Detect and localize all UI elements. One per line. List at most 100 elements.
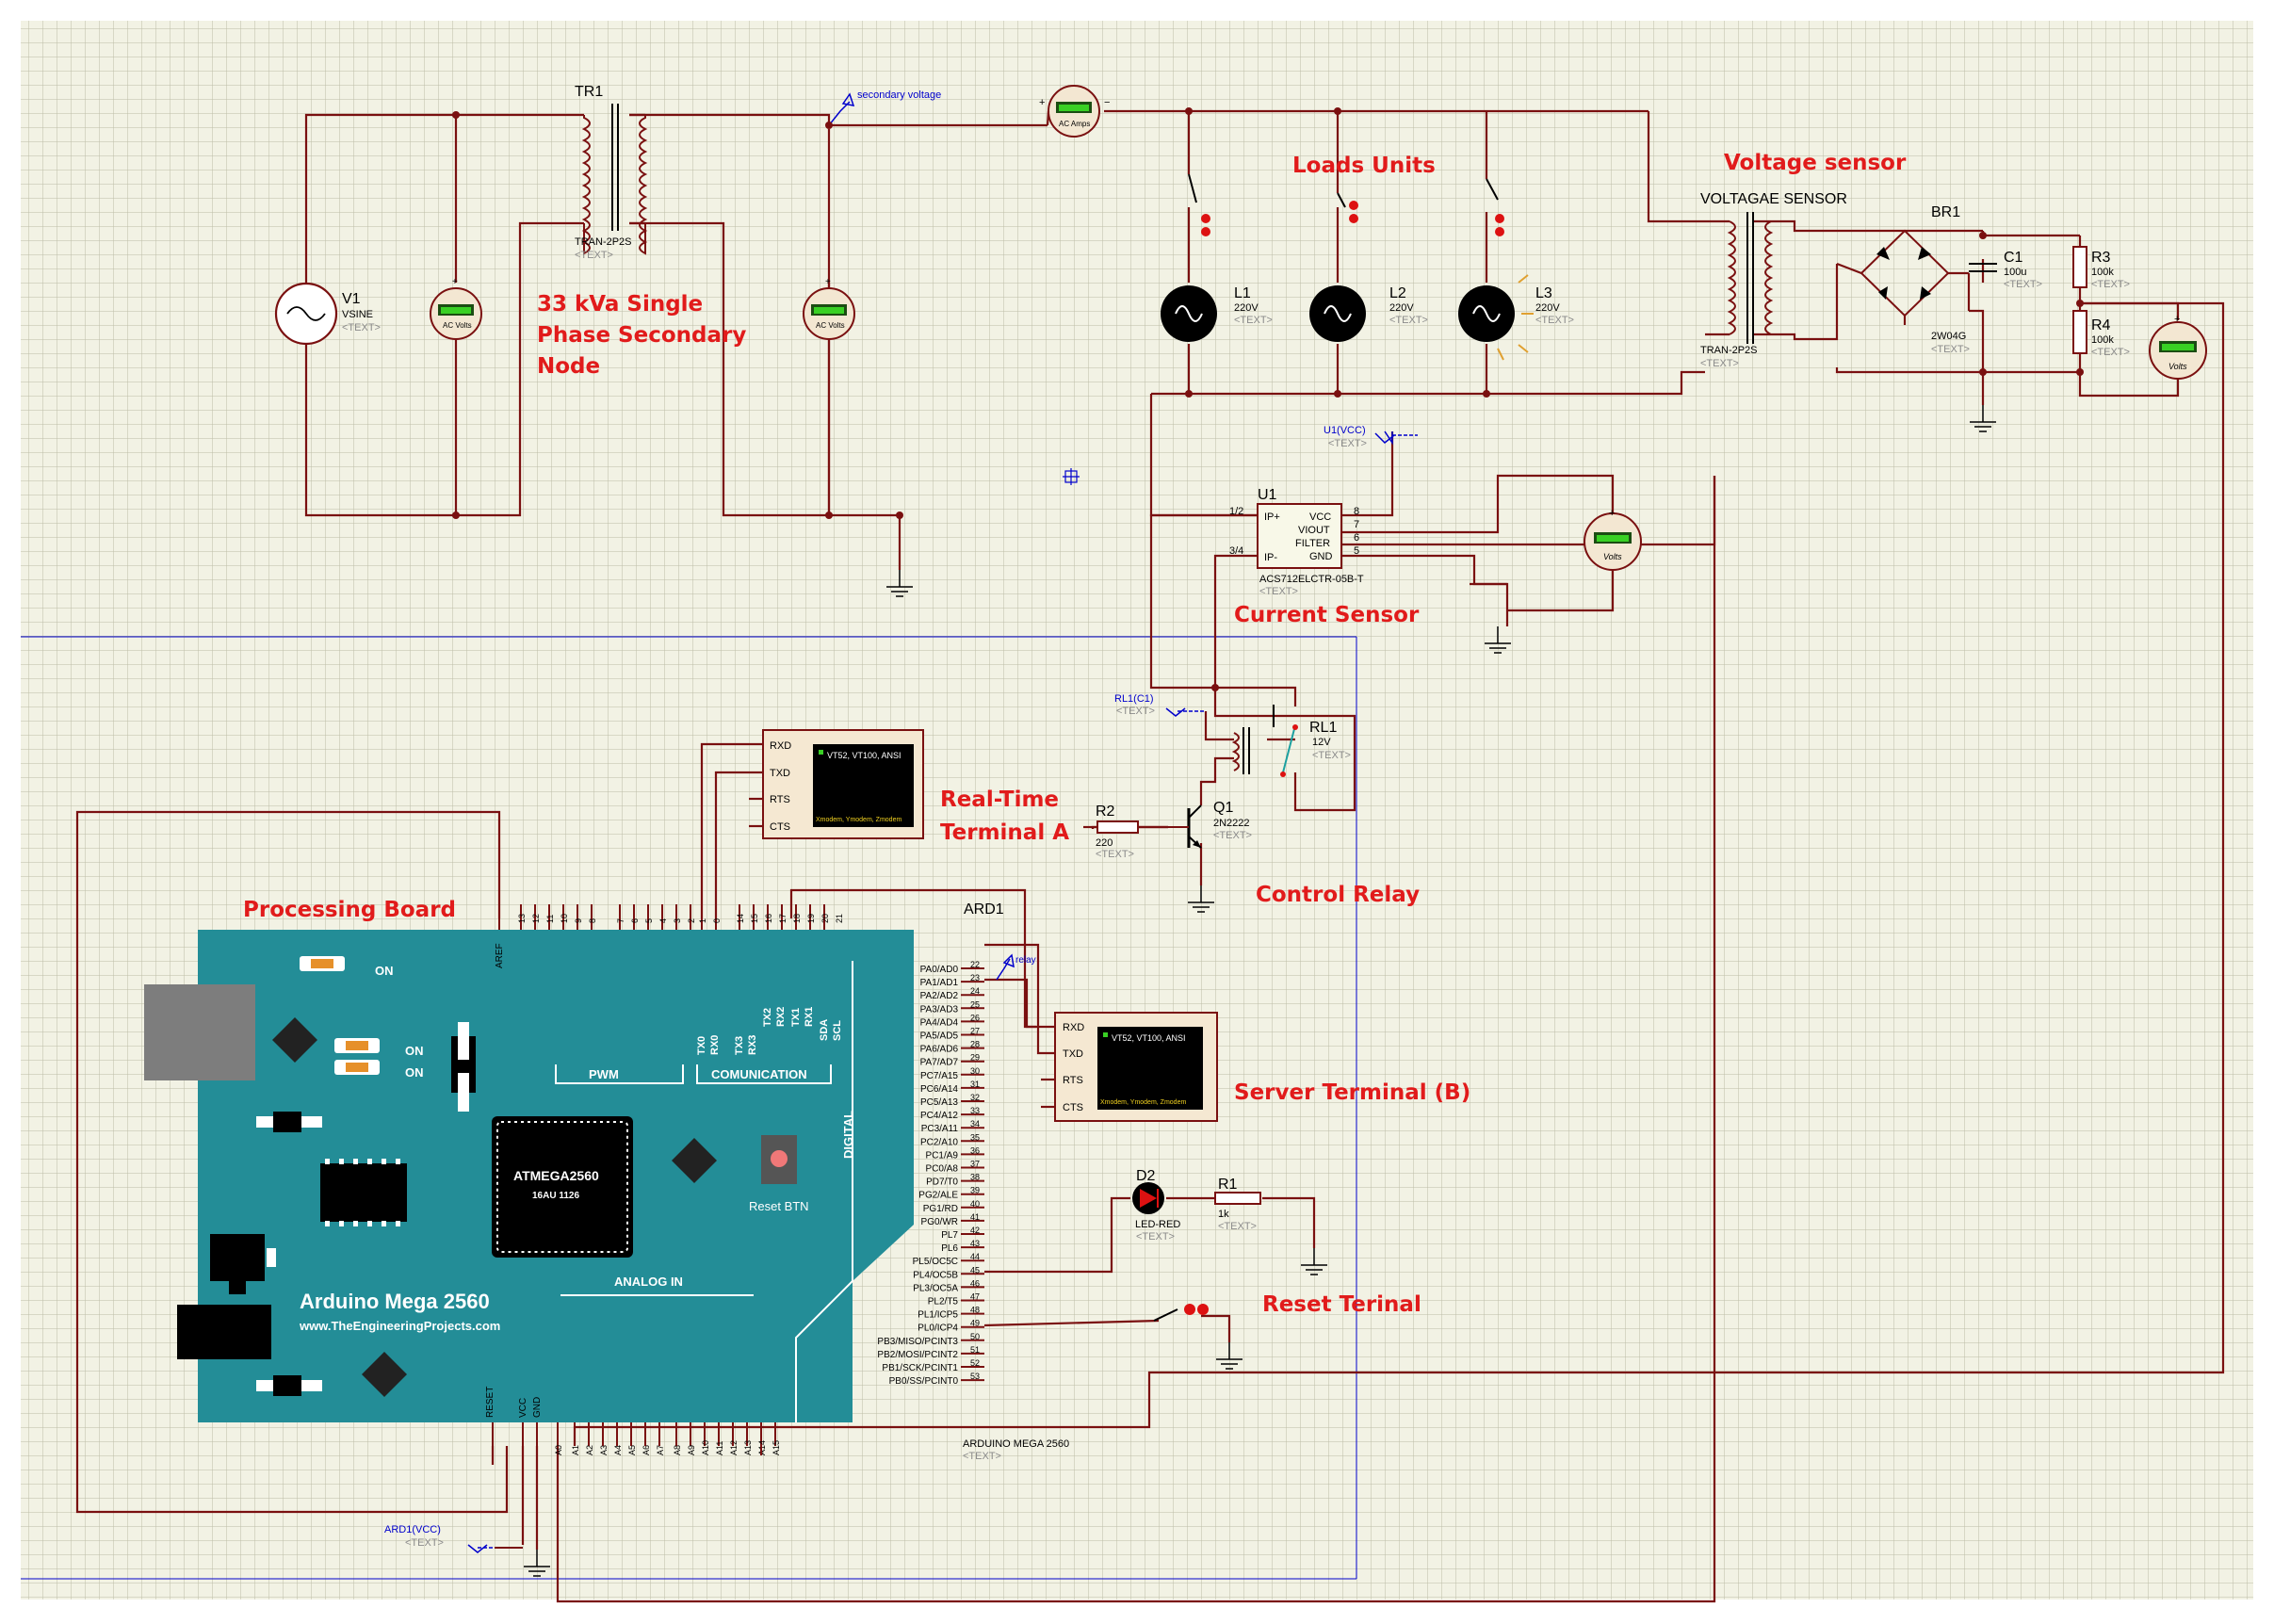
pin-4: 4	[658, 918, 668, 923]
board-gnd: GND	[532, 1397, 543, 1418]
c1-value: 100u	[2004, 267, 2026, 278]
ac-voltmeter-2: AC Volts +	[803, 277, 855, 340]
r2-text: <TEXT>	[1096, 849, 1134, 860]
pin-20: 20	[820, 914, 830, 923]
u1-pin-ip-minus: IP-	[1264, 552, 1277, 563]
arduino-pin-name: PL2/T5	[928, 1297, 959, 1307]
rl1-ref: RL1	[1309, 720, 1337, 736]
board-on-1: ON	[375, 964, 394, 978]
board-name: Arduino Mega 2560	[300, 1290, 490, 1313]
d2-type: LED-RED	[1135, 1219, 1180, 1230]
pin-5: 5	[644, 918, 654, 923]
pin-21: 21	[835, 914, 844, 923]
r4-text: <TEXT>	[2091, 347, 2130, 358]
ard1-vcc-probe-text: <TEXT>	[405, 1537, 444, 1549]
u1-pin-ip-plus: IP+	[1264, 512, 1280, 523]
arduino-pin-name: PG2/ALE	[918, 1191, 958, 1201]
rl1-value: 12V	[1312, 737, 1331, 748]
terminal-b-screen-top: VT52, VT100, ANSI	[1112, 1033, 1186, 1043]
capacitor-c1: C1 100u <TEXT>	[1969, 250, 2042, 290]
pin-18: 18	[792, 914, 802, 923]
board-tx0: TX0	[696, 1036, 707, 1055]
board-digital: DIGITAL	[841, 1111, 855, 1159]
arduino-pin-number: 40	[970, 1199, 980, 1209]
r1-text: <TEXT>	[1218, 1221, 1257, 1232]
virtual-terminal-a[interactable]: VT52, VT100, ANSI Xmodem, Ymodem, Zmodem…	[749, 729, 924, 839]
arduino-pin-name: PC3/A11	[921, 1124, 959, 1134]
virtual-terminal-b[interactable]: VT52, VT100, ANSI Xmodem, Ymodem, Zmodem…	[1041, 1012, 1218, 1122]
arduino-pin-number: 39	[970, 1186, 980, 1195]
ac-ammeter: AC Amps + −	[1039, 85, 1110, 138]
q1-type: 2N2222	[1213, 818, 1250, 829]
arduino-pin-number: 22	[970, 960, 980, 969]
l3-value: 220V	[1535, 302, 1560, 314]
rl1-text: <TEXT>	[1312, 750, 1351, 761]
svg-text:+: +	[452, 277, 458, 287]
arduino-pin-number: 49	[970, 1319, 980, 1328]
u1-pin-vcc: VCC	[1309, 512, 1331, 523]
terminal-a-screen-bottom: Xmodem, Ymodem, Zmodem	[816, 817, 901, 823]
arduino-pin-number: 38	[970, 1173, 980, 1182]
pin-a7: A7	[656, 1445, 665, 1455]
arduino-pin-number: 41	[970, 1212, 980, 1222]
ard1-ref: ARD1	[964, 901, 1004, 918]
ac-volts-label-2: AC Volts	[816, 321, 845, 330]
arduino-pin-number: 46	[970, 1278, 980, 1288]
board-tx2: TX2	[762, 1008, 773, 1027]
terminal-b-txd: TXD	[1063, 1048, 1083, 1060]
arduino-pin-number: 31	[970, 1080, 980, 1089]
arduino-pin-name: PD7/T0	[926, 1177, 958, 1188]
q1-ref: Q1	[1213, 800, 1233, 816]
arduino-pin-name: PC0/A8	[926, 1164, 959, 1175]
tr1-text: <TEXT>	[575, 250, 613, 261]
arduino-pin-number: 32	[970, 1093, 980, 1102]
reset-switch[interactable]	[1153, 1304, 1209, 1322]
pin-a9: A9	[687, 1445, 696, 1455]
tr1-transformer: TR1 TRAN-2P2S <TEXT>	[575, 84, 648, 261]
arduino-pin-name: PA6/AD6	[920, 1045, 959, 1055]
arduino-pin-name: PC7/A15	[920, 1071, 958, 1081]
lamp-l2: L2 220V <TEXT>	[1309, 192, 1428, 342]
board-url: www.TheEngineeringProjects.com	[299, 1319, 500, 1333]
board-rx1: RX1	[804, 1007, 815, 1027]
arduino-pin-name: PG0/WR	[921, 1217, 958, 1227]
pin-a0: A0	[554, 1445, 563, 1455]
secondary-voltage-probe: secondary voltage	[828, 89, 941, 126]
pin-a12: A12	[729, 1440, 739, 1455]
arduino-pin-number: 36	[970, 1145, 980, 1155]
u1-pin-num-3: 3/4	[1229, 545, 1243, 557]
arduino-pin-number: 23	[970, 973, 980, 983]
arduino-pin-number: 48	[970, 1306, 980, 1315]
pin-a2: A2	[585, 1445, 594, 1455]
arduino-pin-number: 28	[970, 1040, 980, 1049]
u1-pin-viout: VIOUT	[1298, 525, 1330, 536]
svg-text:+: +	[825, 277, 831, 287]
board-pwm: PWM	[589, 1067, 619, 1081]
c1-ref: C1	[2004, 250, 2023, 266]
arduino-pin-name: PB2/MOSI/PCINT2	[877, 1350, 958, 1360]
arduino-pin-number: 27	[970, 1027, 980, 1036]
board-reset-btn[interactable]: Reset BTN	[749, 1199, 809, 1213]
relay-probe: relay	[996, 953, 1036, 981]
resistor-r3: R3 100k <TEXT>	[2072, 246, 2130, 290]
pin-a15: A15	[772, 1440, 781, 1455]
svg-text:+: +	[1039, 97, 1045, 108]
arduino-pin-number: 34	[970, 1119, 980, 1129]
volts-label-1: Volts	[2168, 362, 2187, 371]
rl1-probe: RL1(C1) <TEXT>	[1114, 693, 1204, 717]
arduino-pin-number: 24	[970, 986, 980, 996]
arduino-pin-name: PA3/AD3	[920, 1004, 959, 1015]
arduino-pin-number: 45	[970, 1265, 980, 1275]
svg-text:+: +	[2174, 314, 2180, 325]
board-rx3: RX3	[747, 1035, 758, 1055]
current-sensor-u1: U1 IP+ IP- 1/2 3/4 VCC VIOUT FILTER GND …	[1229, 487, 1364, 597]
arduino-pin-number: 53	[970, 1372, 980, 1381]
r3-value: 100k	[2091, 267, 2114, 278]
board-on-2: ON	[405, 1044, 424, 1058]
u1-pin-num-1: 1/2	[1229, 506, 1243, 517]
arduino-mega-board: ON ON ON ATMEGA2560 16AU 1126 Reset BTN …	[144, 904, 914, 1455]
resistor-r4: R4 100k <TEXT>	[2072, 310, 2130, 358]
terminal-a-txd: TXD	[770, 768, 790, 779]
pin-a6: A6	[642, 1445, 651, 1455]
